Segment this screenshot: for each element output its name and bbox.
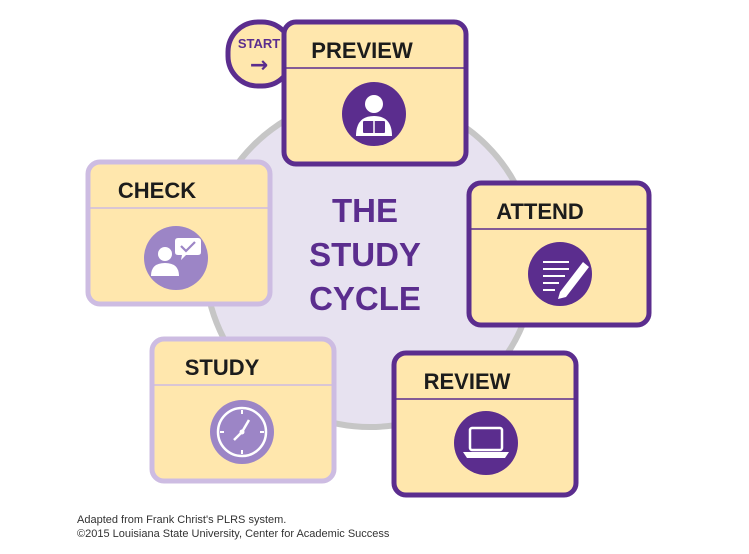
- step-check-label: CHECK: [118, 178, 196, 203]
- notepad-pencil-icon: [528, 242, 592, 306]
- start-label: START: [238, 36, 280, 51]
- center-title-line2: STUDY: [309, 236, 421, 273]
- step-study-label: STUDY: [185, 355, 260, 380]
- credits: Adapted from Frank Christ's PLRS system.…: [77, 513, 389, 541]
- start-arrow-icon: →: [250, 53, 268, 78]
- center-title-line1: THE: [332, 192, 398, 229]
- credit-adapted-line: Adapted from Frank Christ's PLRS system.: [77, 514, 287, 526]
- reading-person-icon: [342, 82, 406, 146]
- step-review: REVIEW: [391, 350, 579, 498]
- clock-icon: [210, 400, 274, 464]
- center-title-line3: CYCLE: [309, 280, 421, 317]
- person-checkmark-icon: [144, 226, 208, 290]
- step-review-label: REVIEW: [424, 369, 511, 394]
- step-study: STUDY: [149, 336, 337, 484]
- step-check: CHECK: [85, 159, 273, 307]
- step-preview: PREVIEW: [281, 19, 469, 167]
- step-attend-label: ATTEND: [496, 199, 584, 224]
- step-preview-label: PREVIEW: [311, 38, 413, 63]
- step-attend: ATTEND: [466, 180, 652, 328]
- credit-copyright-line: ©2015 Louisiana State University, Center…: [77, 528, 390, 540]
- laptop-icon: [454, 411, 518, 475]
